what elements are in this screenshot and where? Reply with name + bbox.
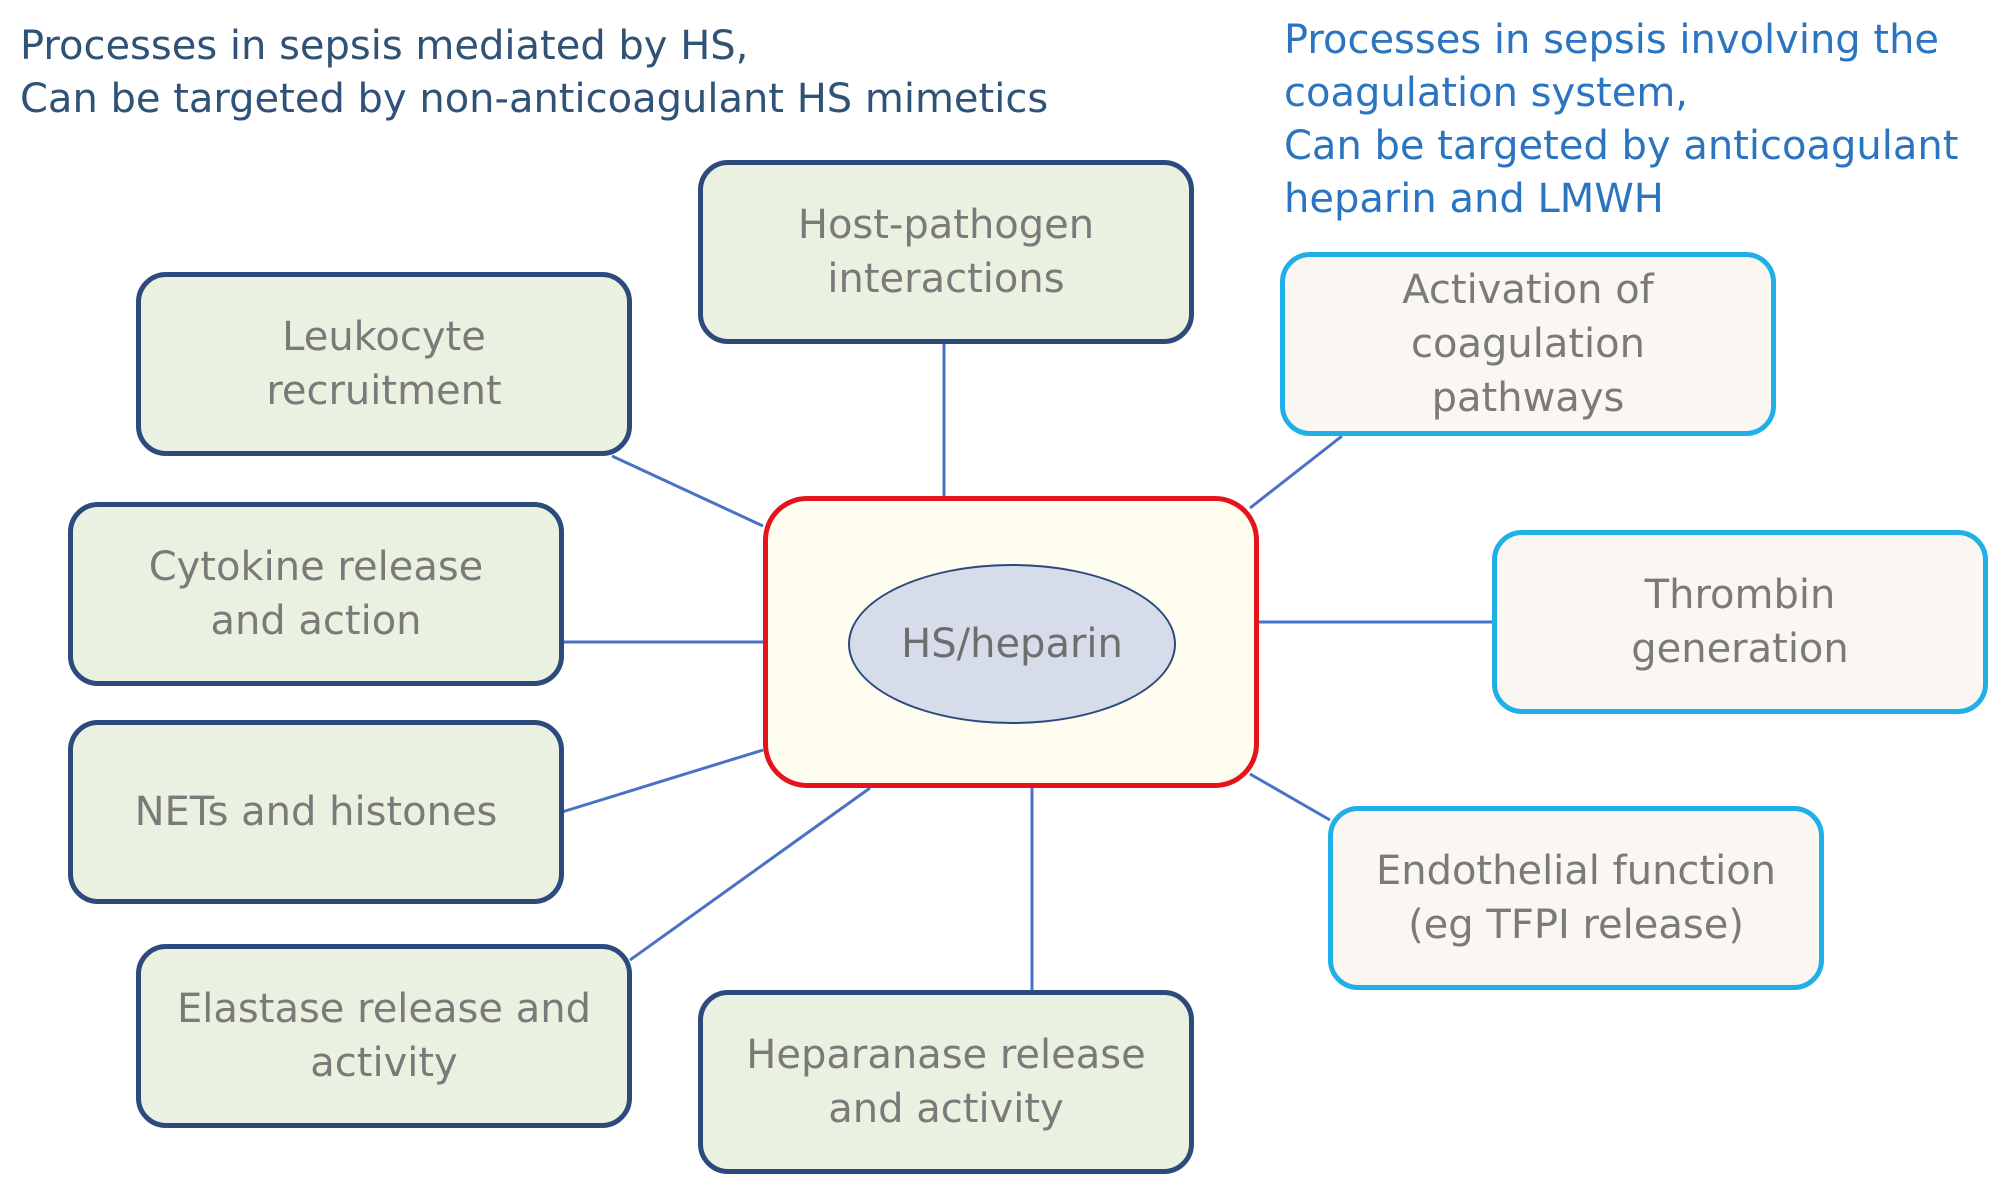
nets-histones-box: NETs and histones — [68, 720, 564, 904]
hs-mimetics-heading: Processes in sepsis mediated by HS, Can … — [20, 23, 1049, 122]
connector-activation — [1249, 434, 1343, 510]
connector-nets — [561, 748, 764, 814]
thrombin-generation-box: Thrombin generation — [1492, 530, 1988, 714]
hs-heparin-ellipse: HS/heparin — [848, 564, 1176, 724]
endothelial-function-box: Endothelial function (eg TFPI release) — [1328, 806, 1824, 990]
cytokine-box: Cytokine release and action — [68, 502, 564, 686]
leukocyte-box: Leukocyte recruitment — [136, 272, 632, 456]
elastase-box: Elastase release and activity — [136, 944, 632, 1128]
activation-coagulation-box: Activation of coagulation pathways — [1280, 252, 1776, 436]
connector-elastase — [629, 786, 871, 962]
heparanase-box: Heparanase release and activity — [698, 990, 1194, 1174]
connector-endothelial — [1249, 772, 1331, 822]
anticoagulant-heading: Processes in sepsis involving the coagul… — [1284, 17, 1959, 222]
connector-leukocyte — [611, 454, 764, 528]
host-pathogen-box: Host-pathogen interactions — [698, 160, 1194, 344]
